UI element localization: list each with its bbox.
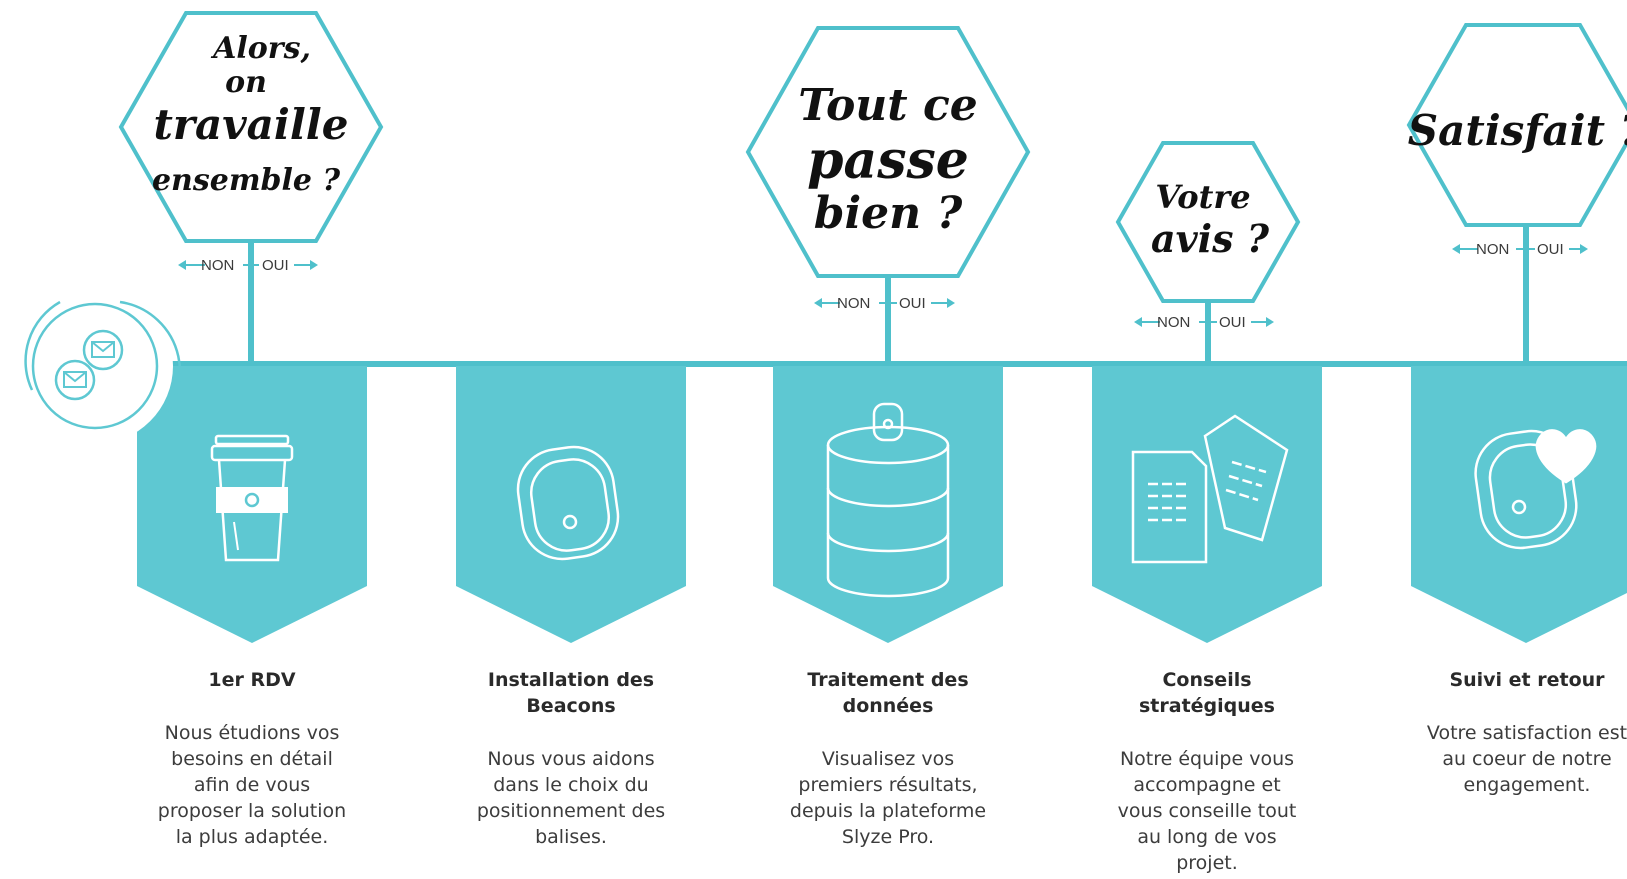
coffee-cup-icon <box>210 434 294 562</box>
non-oui-arrows-2: NON OUI <box>814 295 955 312</box>
question-1-line-3: travaille <box>154 100 349 149</box>
step-banner-3 <box>773 366 1003 643</box>
oui-label: OUI <box>1537 241 1564 258</box>
chat-messages-icon <box>54 329 124 401</box>
question-text-4: Satisfait ? <box>1408 106 1627 155</box>
question-text-2: Tout ce passe bien ? <box>798 80 977 239</box>
step-title-5: Suivi et retour <box>1449 669 1605 691</box>
step-desc-1: Nous étudions vos besoins en détail afin… <box>157 722 347 848</box>
step-title-4: Conseils stratégiques <box>1139 669 1275 717</box>
non-oui-arrows-1: NON OUI <box>178 257 318 274</box>
question-text-1: Alors, on travaille ensemble ? <box>152 31 349 198</box>
badge-arc-right <box>119 300 182 432</box>
arrow-left-icon <box>1452 244 1460 254</box>
question-3-line-2: avis ? <box>1151 216 1270 261</box>
step-desc-5: Votre satisfaction est au coeur de notre… <box>1426 722 1627 796</box>
question-4-line-1: Satisfait ? <box>1408 106 1627 155</box>
step-banner-5 <box>1411 366 1627 643</box>
documents-icon <box>1131 414 1289 564</box>
question-hexagon-4 <box>1406 23 1627 227</box>
question-2-line-2: passe <box>807 130 969 191</box>
question-2-line-1: Tout ce <box>798 80 977 131</box>
database-icon <box>826 402 950 598</box>
question-hexagon-1 <box>118 11 384 243</box>
question-1-line-1: Alors, <box>210 31 311 66</box>
beacon-icon <box>516 445 620 561</box>
non-label: NON <box>201 257 234 274</box>
step-banner-2 <box>456 366 686 643</box>
badge-ring <box>31 302 159 430</box>
arrow-right-icon <box>310 260 318 270</box>
non-label: NON <box>1157 314 1190 331</box>
arrow-left-icon <box>814 298 822 308</box>
chat-badge <box>17 288 182 444</box>
step-desc-4: Notre équipe vous accompagne et vous con… <box>1117 748 1297 874</box>
arrow-left-icon <box>1134 317 1142 327</box>
question-1-line-4: ensemble ? <box>152 163 341 198</box>
arrow-left-icon <box>178 260 186 270</box>
non-oui-arrows-4: NON OUI <box>1452 241 1588 258</box>
question-3-line-1: Votre <box>1155 178 1250 216</box>
question-text-3: Votre avis ? <box>1151 178 1270 261</box>
step-desc-2: Nous vous aidons dans le choix du positi… <box>476 748 666 848</box>
non-label: NON <box>837 295 870 312</box>
question-hexagon-3 <box>1115 141 1301 303</box>
badge-arc-left <box>24 300 61 391</box>
arrow-right-icon <box>1266 317 1274 327</box>
step-title-2: Installation des Beacons <box>487 669 655 717</box>
oui-label: OUI <box>1219 314 1246 331</box>
arrow-right-icon <box>947 298 955 308</box>
step-title-1: 1er RDV <box>208 669 296 691</box>
step-title-3: Traitement des données <box>807 669 969 717</box>
beacon-heart-icon <box>1474 429 1597 550</box>
question-1-line-2: on <box>225 65 267 100</box>
question-2-line-3: bien ? <box>814 188 964 239</box>
non-oui-arrows-3: NON OUI <box>1134 314 1274 331</box>
arrow-right-icon <box>1580 244 1588 254</box>
oui-label: OUI <box>899 295 926 312</box>
oui-label: OUI <box>262 257 289 274</box>
step-desc-3: Visualisez vos premiers résultats, depui… <box>789 748 987 848</box>
question-hexagon-2 <box>745 26 1031 278</box>
non-label: NON <box>1476 241 1509 258</box>
